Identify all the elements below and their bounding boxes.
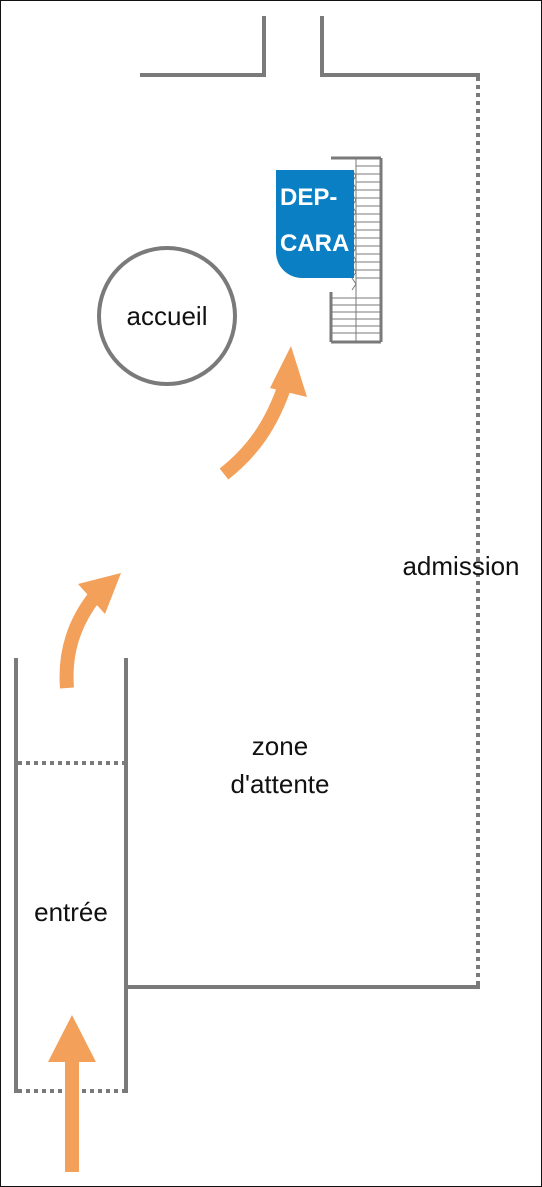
path-arrows bbox=[59, 379, 293, 1172]
label-zone-line2: d'attente bbox=[230, 769, 330, 799]
label-accueil: accueil bbox=[126, 301, 208, 331]
entrance-corridor-walls bbox=[14, 658, 128, 1093]
arrow-curve-upper bbox=[219, 379, 293, 480]
sign-line-2: CARA bbox=[280, 230, 350, 257]
arrow-curve-lower bbox=[59, 591, 101, 689]
label-entree: entrée bbox=[34, 897, 108, 927]
arrowhead-entrance bbox=[48, 1015, 96, 1062]
arrowhead-lower bbox=[78, 573, 121, 614]
dep-cara-sign: DEP- CARA bbox=[276, 170, 354, 278]
reception-circle bbox=[97, 246, 237, 386]
arrowheads bbox=[48, 346, 307, 1062]
arrowhead-upper bbox=[270, 346, 307, 397]
top-entrance-walls bbox=[140, 16, 480, 77]
label-admission: admission bbox=[402, 551, 520, 581]
label-zone-line1: zone bbox=[251, 731, 309, 761]
sign-line-1: DEP- bbox=[280, 184, 338, 211]
